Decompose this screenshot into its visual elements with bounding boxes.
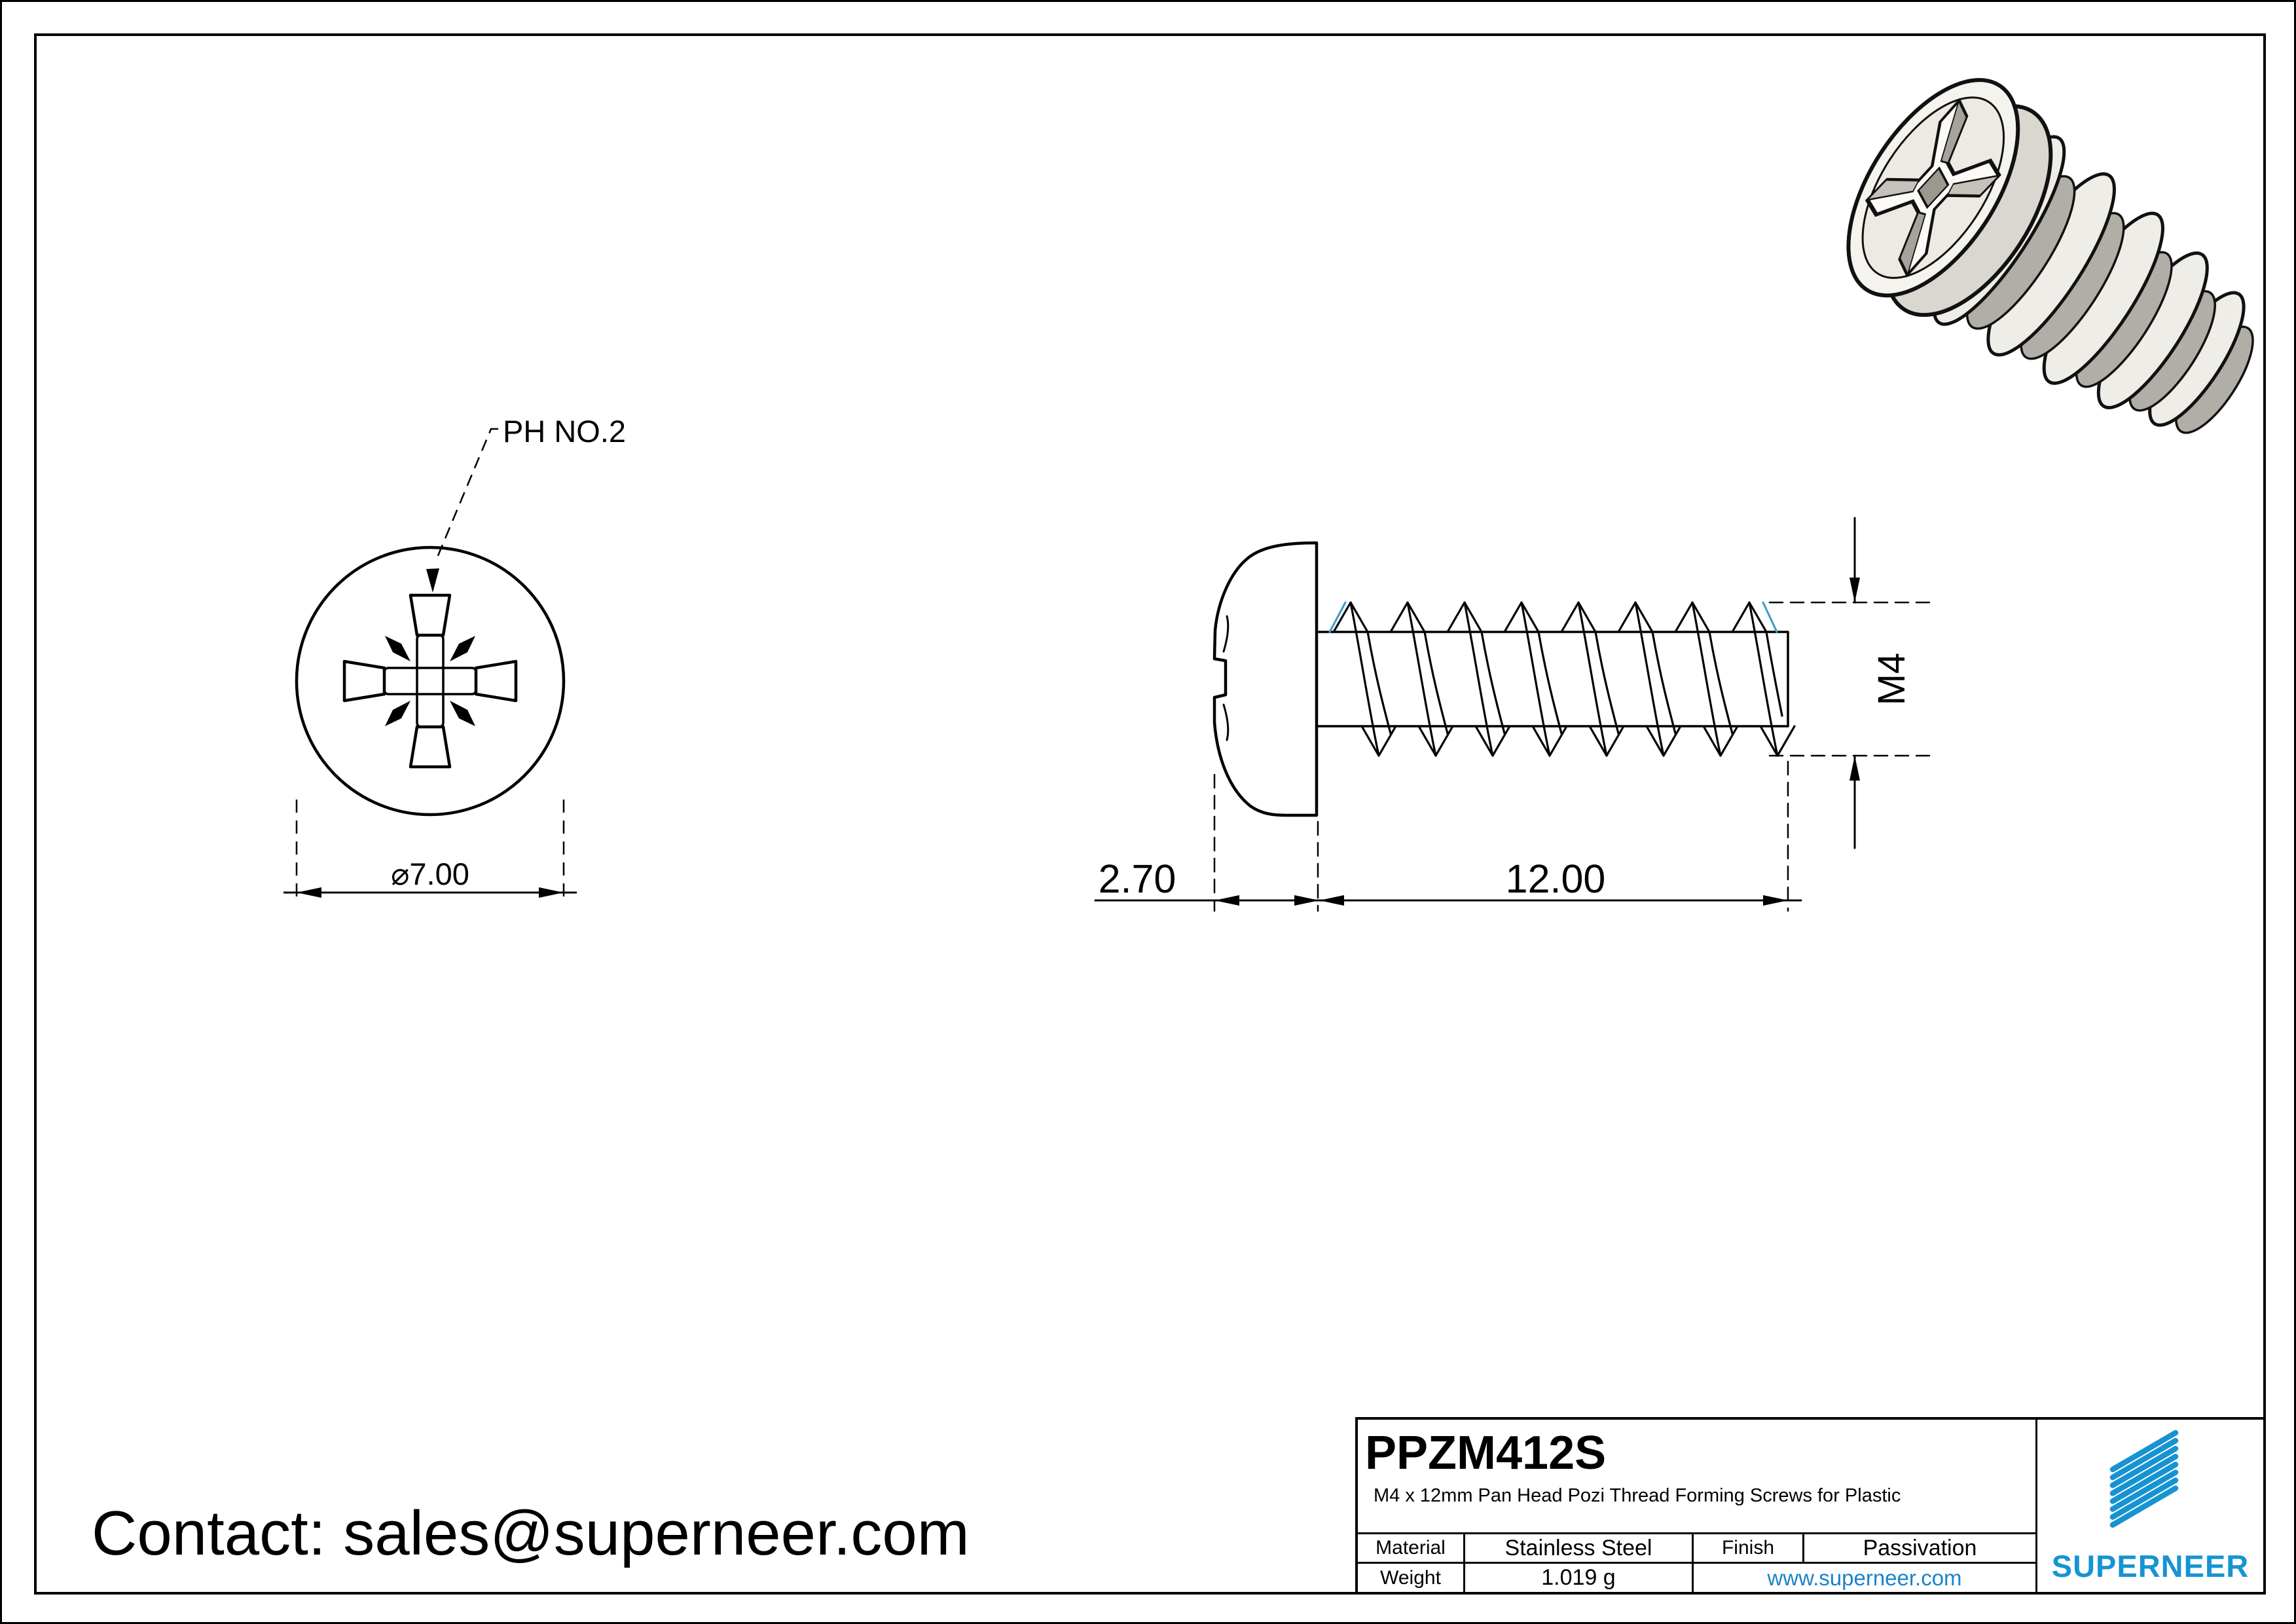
brand-logo-cell: SUPERNEER	[2037, 1420, 2263, 1592]
drive-label: PH NO.2	[503, 414, 626, 449]
side-view: 2.70 12.00 M4	[1094, 517, 1936, 912]
blue-edge-accents	[1328, 601, 1778, 633]
finish-value: Passivation	[1863, 1535, 1977, 1560]
length-label: 12.00	[1506, 857, 1606, 901]
title-block-header: PPZM412S M4 x 12mm Pan Head Pozi Thread …	[1358, 1420, 2037, 1534]
head-circle	[295, 545, 566, 817]
pozi-3d-recess	[1865, 98, 2001, 278]
brand-logo-icon	[2109, 1430, 2179, 1528]
website-link[interactable]: www.superneer.com	[1767, 1565, 1962, 1590]
head-height-label: 2.70	[1099, 857, 1176, 901]
drive-leader	[426, 428, 498, 593]
length-dimensions	[1094, 760, 1802, 912]
sheet-border-frame	[34, 33, 2266, 1595]
recess-profile-ticks	[1222, 615, 1230, 741]
material-value: Stainless Steel	[1504, 1535, 1652, 1560]
pozi-recess-outline	[342, 593, 518, 769]
title-block: PPZM412S M4 x 12mm Pan Head Pozi Thread …	[1355, 1417, 2266, 1595]
thread-size-dimension	[1768, 517, 1936, 849]
weight-label: Weight	[1380, 1566, 1441, 1589]
diameter-dimension	[283, 800, 577, 902]
material-label: Material	[1376, 1537, 1446, 1559]
pozi-darts	[385, 636, 475, 726]
contact-email[interactable]: Contact: sales@superneer.com	[92, 1498, 970, 1568]
leader-arrowhead	[426, 568, 439, 593]
front-view: ⌀7.00 PH NO.2	[283, 414, 626, 902]
threads	[1332, 601, 1796, 757]
part-number: PPZM412S	[1365, 1427, 1607, 1479]
screw-3d-render	[1846, 78, 2254, 434]
pan-head-profile	[1212, 541, 1319, 817]
thread-size-label: M4	[1870, 653, 1913, 706]
diameter-label: ⌀7.00	[391, 857, 469, 891]
finish-label: Finish	[1721, 1537, 1775, 1559]
pozi-recess-floor	[383, 634, 477, 728]
weight-value: 1.019 g	[1541, 1565, 1616, 1590]
shank-root	[1315, 631, 1789, 728]
brand-name: SUPERNEER	[2051, 1549, 2250, 1583]
part-description: M4 x 12mm Pan Head Pozi Thread Forming S…	[1374, 1485, 1901, 1506]
